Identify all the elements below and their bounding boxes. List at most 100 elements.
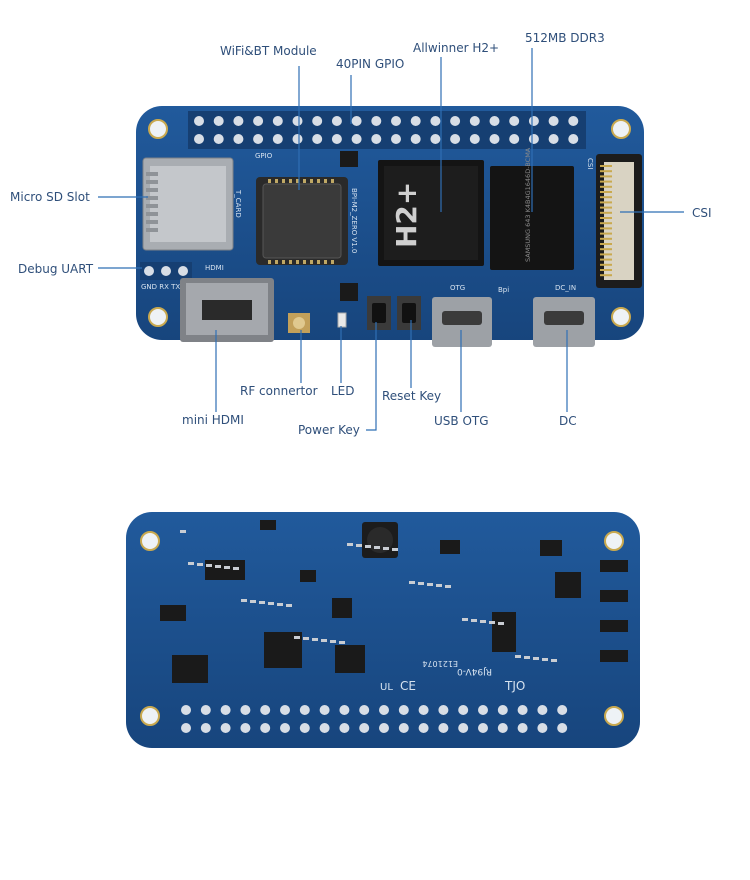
gpio-pad bbox=[509, 134, 520, 144]
leader-power bbox=[366, 322, 377, 431]
gpio-pad bbox=[213, 134, 224, 144]
csi-pin bbox=[600, 175, 612, 178]
gpio-pad bbox=[497, 705, 508, 715]
smd-passive bbox=[409, 581, 415, 584]
csi-pin bbox=[600, 165, 612, 167]
smd-part bbox=[600, 560, 628, 572]
smd-passive bbox=[480, 620, 486, 623]
wifi-pad bbox=[268, 260, 271, 264]
gpio-pad bbox=[272, 134, 283, 144]
label-gpio: 40PIN GPIO bbox=[336, 57, 405, 71]
gpio-pad bbox=[450, 134, 461, 144]
smd-passive bbox=[462, 618, 468, 621]
ic-small bbox=[340, 283, 358, 301]
gpio-pad bbox=[233, 116, 244, 126]
label-mini-hdmi: mini HDMI bbox=[182, 413, 244, 427]
gpio-pad bbox=[410, 134, 421, 144]
gpio-pad bbox=[200, 705, 211, 715]
silk-uart: GND RX TX bbox=[141, 283, 180, 291]
label-ddr3: 512MB DDR3 bbox=[525, 31, 605, 45]
csi-pin bbox=[600, 237, 612, 240]
gpio-pad bbox=[509, 116, 520, 126]
gpio-pad bbox=[418, 723, 429, 733]
gpio-driver-chip bbox=[340, 151, 358, 167]
gpio-pad bbox=[220, 705, 231, 715]
smd-passive bbox=[303, 637, 309, 640]
silk-otg: OTG bbox=[450, 284, 465, 292]
gpio-pad bbox=[260, 705, 271, 715]
gpio-pad bbox=[299, 723, 310, 733]
smd-passive bbox=[356, 544, 362, 547]
sd-pin bbox=[146, 196, 158, 200]
silk-dcin: DC_IN bbox=[555, 284, 576, 292]
smd-passive bbox=[551, 659, 557, 662]
smd-passive bbox=[524, 656, 530, 659]
smd-passive bbox=[259, 601, 265, 604]
label-led: LED bbox=[331, 384, 355, 398]
gpio-pad bbox=[280, 705, 290, 715]
gpio-pad bbox=[194, 134, 204, 144]
gpio-pad bbox=[379, 705, 389, 715]
sd-pin bbox=[146, 172, 158, 176]
gpio-pad bbox=[359, 723, 370, 733]
inductor bbox=[362, 522, 398, 558]
label-rf: RF connertor bbox=[240, 384, 318, 398]
smd-part bbox=[172, 655, 208, 683]
sd-pin bbox=[146, 212, 158, 216]
sd-pin bbox=[146, 228, 158, 232]
smd-passive bbox=[250, 600, 256, 603]
gpio-pad bbox=[319, 705, 330, 715]
gpio-pad bbox=[220, 723, 231, 733]
gpio-pad bbox=[194, 116, 204, 126]
sd-pin bbox=[146, 188, 158, 192]
dc-port bbox=[533, 297, 595, 347]
wifi-pad bbox=[310, 179, 313, 183]
gpio-pad bbox=[339, 723, 350, 733]
silk-hdmi: HDMI bbox=[205, 264, 224, 272]
gpio-pad bbox=[478, 723, 488, 733]
smd-passive bbox=[286, 604, 292, 607]
wifi-pad bbox=[282, 260, 285, 264]
gpio-pad bbox=[292, 134, 303, 144]
wifi-pad bbox=[268, 179, 271, 183]
smd-passive bbox=[197, 563, 203, 566]
gpio-pad bbox=[391, 134, 401, 144]
gpio-pad bbox=[450, 116, 461, 126]
gpio-pad bbox=[458, 723, 469, 733]
wifi-pad bbox=[324, 179, 327, 183]
smd-part bbox=[540, 540, 562, 556]
csi-pin bbox=[600, 253, 612, 256]
gpio-pad bbox=[557, 705, 568, 715]
gpio-pad bbox=[537, 705, 548, 715]
gpio-pad bbox=[398, 723, 409, 733]
wifi-pad bbox=[310, 260, 313, 264]
micro-sd-slot bbox=[142, 157, 234, 251]
smd-part bbox=[492, 612, 516, 652]
wifi-pad bbox=[303, 179, 306, 183]
bottom-ul: UL bbox=[380, 682, 393, 693]
wifi-pad bbox=[317, 179, 320, 183]
gpio-pad bbox=[430, 116, 441, 126]
smd-passive bbox=[498, 622, 504, 625]
csi-pin bbox=[600, 222, 612, 225]
sd-pin bbox=[146, 204, 158, 208]
gpio-pad bbox=[430, 134, 441, 144]
wifi-pad bbox=[289, 179, 292, 183]
gpio-pad bbox=[312, 116, 323, 126]
smd-passive bbox=[241, 599, 247, 602]
smd-passive bbox=[347, 543, 353, 546]
gpio-pad bbox=[260, 723, 271, 733]
smd-passive bbox=[339, 641, 345, 644]
smd-part bbox=[600, 650, 628, 662]
label-allwinner: Allwinner H2+ bbox=[413, 41, 500, 55]
gpio-pad bbox=[200, 723, 211, 733]
wifi-pad bbox=[275, 179, 278, 183]
smd-passive bbox=[542, 658, 548, 661]
gpio-pad bbox=[339, 705, 350, 715]
gpio-pad bbox=[181, 705, 191, 715]
label-usb-otg: USB OTG bbox=[434, 414, 489, 428]
gpio-pad bbox=[528, 116, 539, 126]
silk-gpio: GPIO bbox=[255, 152, 273, 160]
csi-pin bbox=[600, 217, 612, 219]
